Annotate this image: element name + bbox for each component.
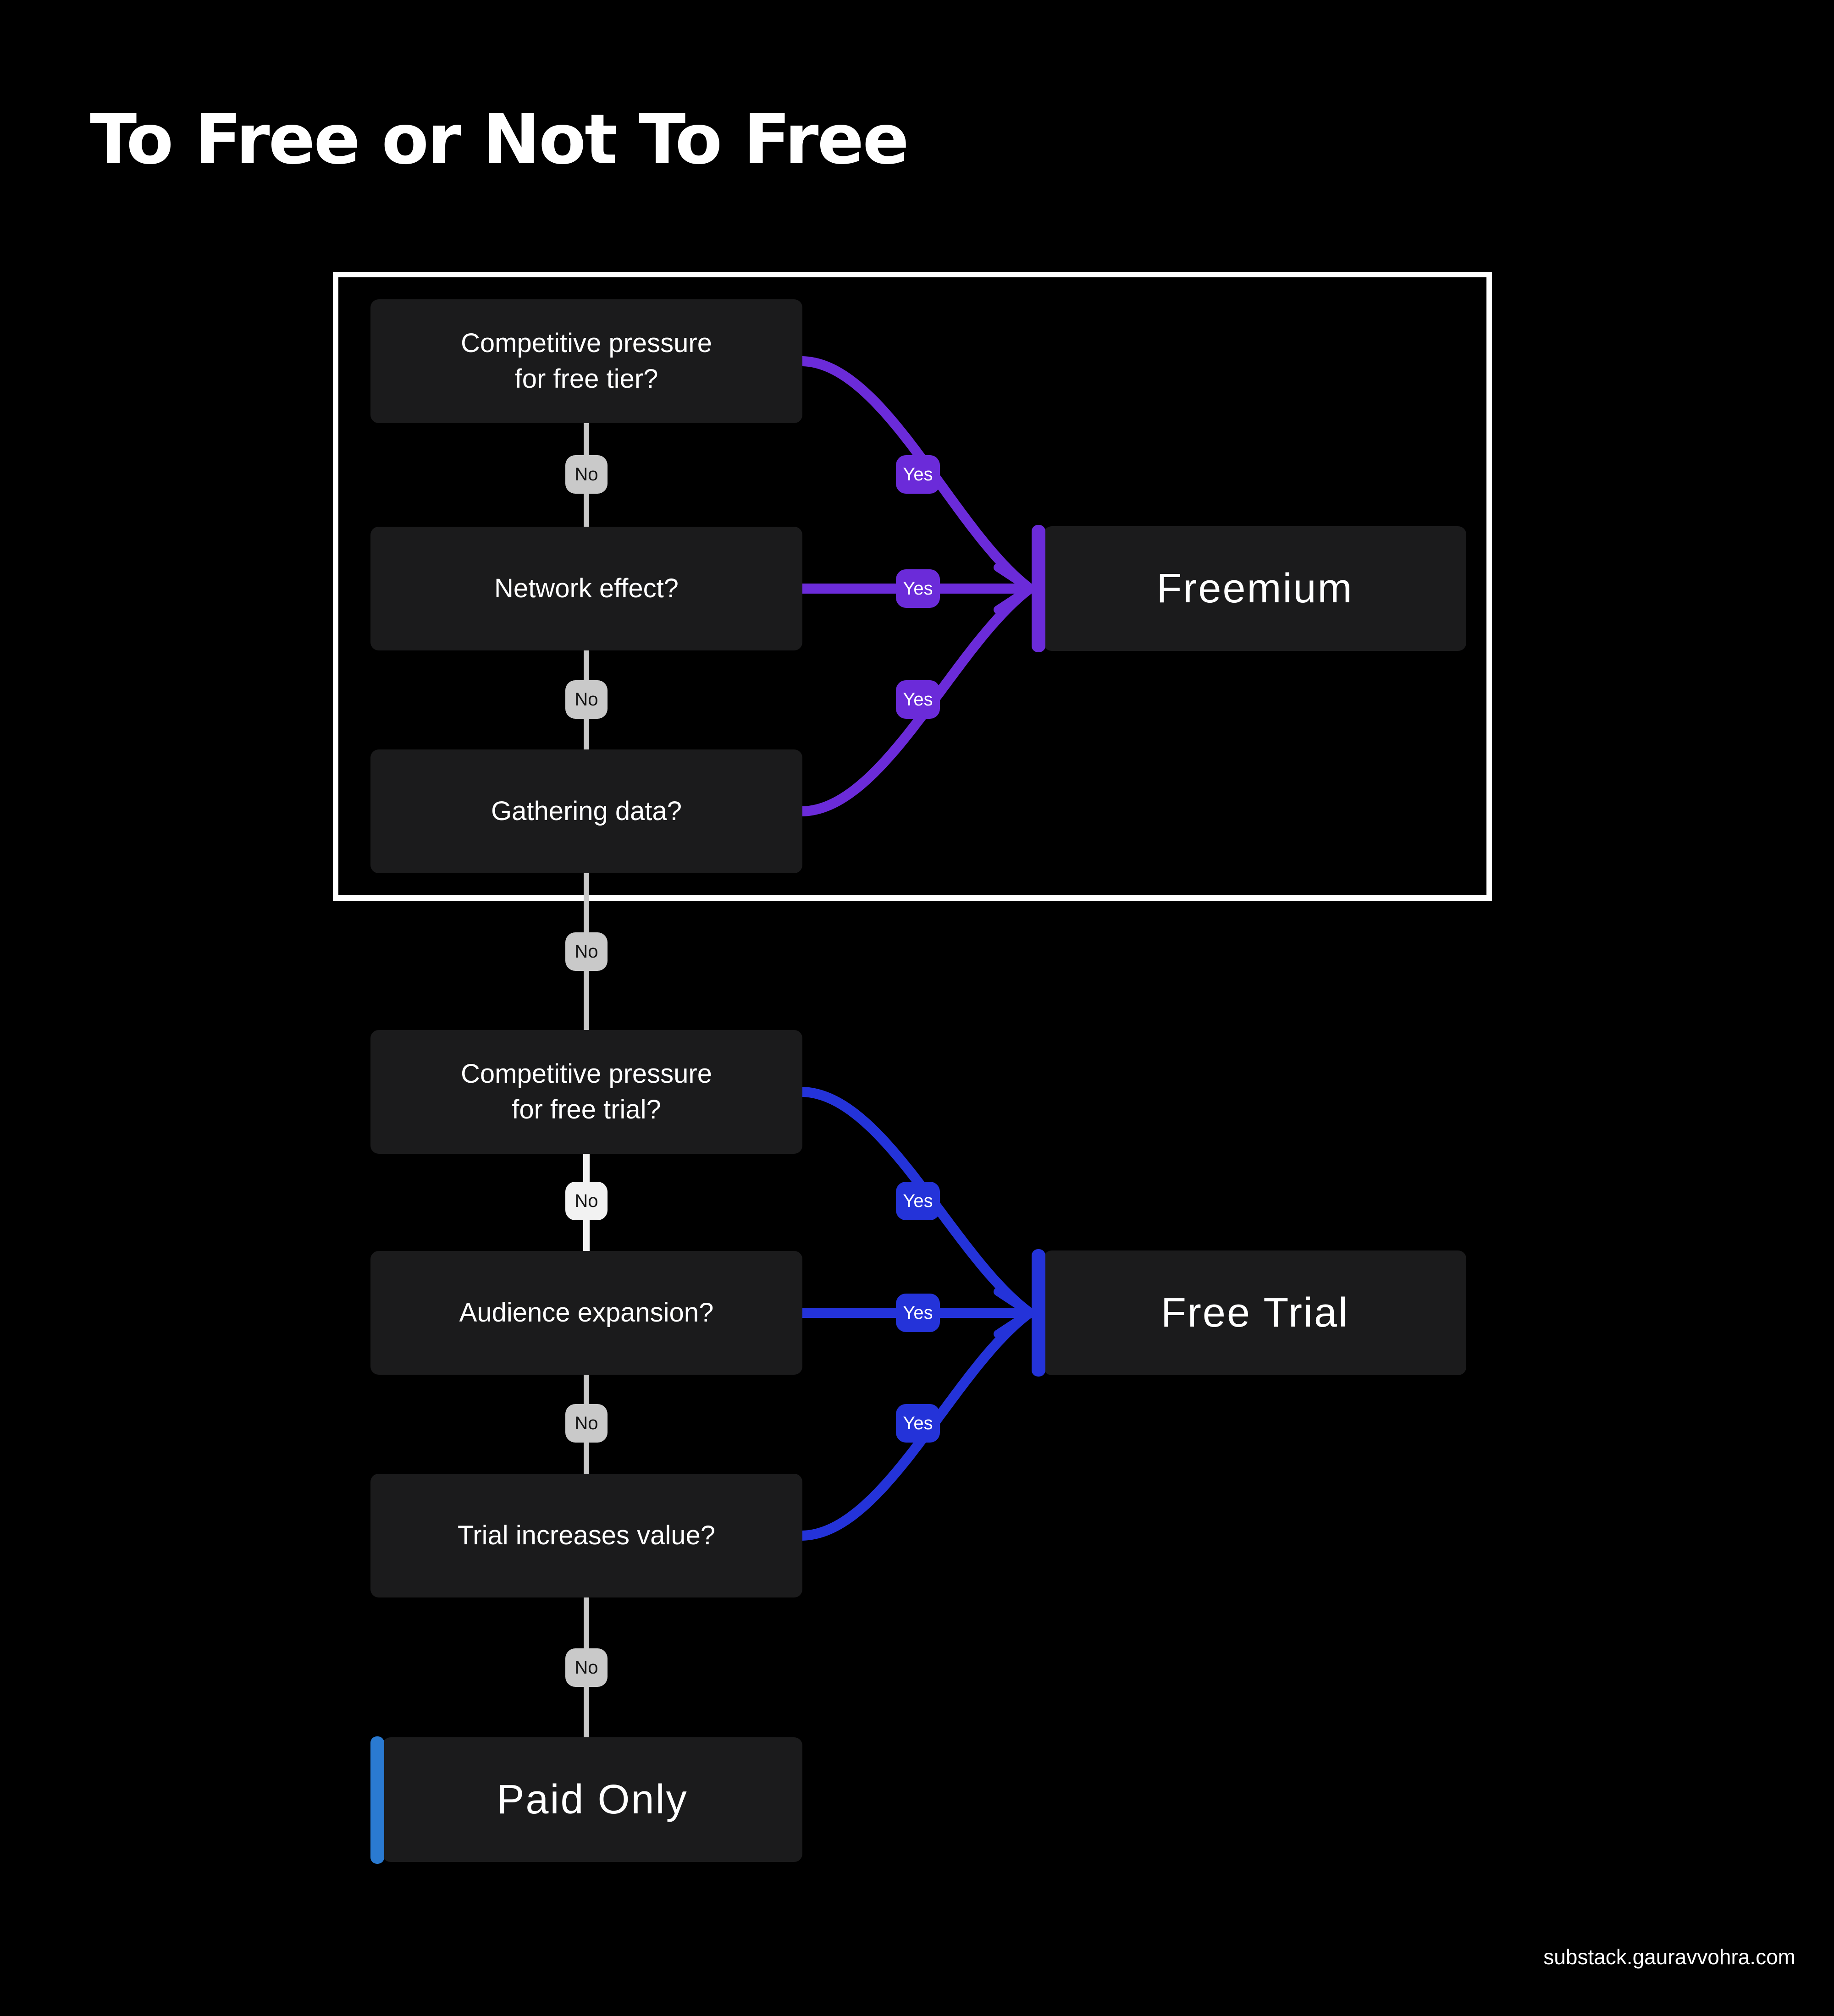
freemium-accent-bar <box>1032 525 1045 652</box>
question-box-free-tier: Competitive pressure for free tier? <box>370 299 802 423</box>
yes-badge-audience-expansion: Yes <box>896 1294 940 1332</box>
footer-url: substack.gauravvohra.com <box>1543 1945 1795 1969</box>
yes-badge-free-tier: Yes <box>896 455 940 494</box>
yes-badge-gathering-data: Yes <box>896 680 940 719</box>
freemium-highlight-frame <box>333 272 1492 901</box>
no-badge-free-tier: No <box>565 455 608 494</box>
paid-only-accent-bar <box>370 1736 384 1864</box>
question-text: Gathering data? <box>491 796 682 826</box>
question-box-audience-expansion: Audience expansion? <box>370 1251 802 1375</box>
question-text: Audience expansion? <box>459 1298 714 1327</box>
yes-badge-network-effect: Yes <box>896 569 940 608</box>
question-box-network-effect: Network effect? <box>370 527 802 650</box>
result-box-paid-only: Paid Only <box>382 1737 802 1862</box>
question-box-free-trial-pressure: Competitive pressure for free trial? <box>370 1030 802 1154</box>
page-title: To Free or Not To Free <box>90 100 909 180</box>
question-text: Network effect? <box>494 573 679 603</box>
no-badge-trial-value: No <box>565 1648 608 1687</box>
no-badge-audience-expansion: No <box>565 1404 608 1443</box>
arrowhead-freemium <box>994 563 1034 614</box>
question-text: Trial increases value? <box>458 1520 715 1550</box>
connector-yes-free-tier <box>797 356 1035 594</box>
no-badge-network-effect: No <box>565 680 608 719</box>
no-badge-gathering-data: No <box>565 932 608 971</box>
result-label-free-trial: Free Trial <box>1160 1289 1349 1336</box>
result-label-paid-only: Paid Only <box>497 1776 688 1823</box>
no-badge-free-trial-pressure: No <box>565 1182 608 1220</box>
question-text: Competitive pressure for free tier? <box>461 328 712 394</box>
question-box-trial-value: Trial increases value? <box>370 1474 802 1597</box>
question-box-gathering-data: Gathering data? <box>370 749 802 873</box>
connector-yes-trial-value <box>797 1308 1035 1541</box>
free-trial-accent-bar <box>1032 1249 1045 1377</box>
question-text: Competitive pressure for free trial? <box>461 1059 712 1124</box>
result-box-freemium: Freemium <box>1044 526 1466 651</box>
yes-badge-trial-value: Yes <box>896 1404 940 1443</box>
yes-badge-free-trial-pressure: Yes <box>896 1182 940 1220</box>
result-label-freemium: Freemium <box>1156 565 1353 611</box>
result-box-free-trial: Free Trial <box>1044 1250 1466 1375</box>
arrowhead-free-trial <box>994 1288 1034 1338</box>
connector-yes-gathering-data <box>797 584 1035 816</box>
